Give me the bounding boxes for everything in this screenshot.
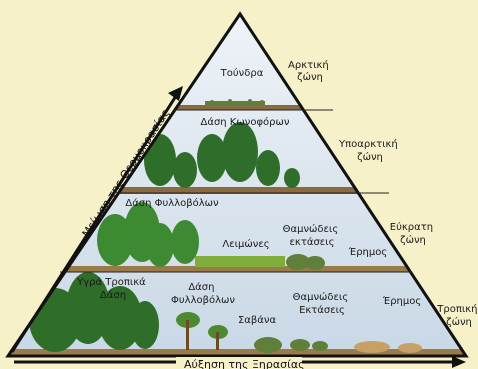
tropical-shrubland <box>254 337 328 353</box>
label-temperate-desert: Έρημος <box>348 246 388 258</box>
conifer-ground <box>8 187 466 194</box>
label-tropical-desert: Έρημος <box>382 295 422 307</box>
conifer-forest <box>144 122 300 188</box>
temperature-arrow-head <box>168 86 183 101</box>
temperate-deciduous-forest <box>97 202 199 267</box>
tundra-ground <box>8 105 466 110</box>
temperate-ground <box>8 266 466 272</box>
label-temperate-deciduous: Δάση Φυλλοβόλων <box>125 197 219 209</box>
label-conifer-forest: Δάση Κωνοφόρων <box>201 116 290 128</box>
label-savanna: Σαβάνα <box>238 314 276 326</box>
zone-label-subarctic: Υποαρκτική ζώνη <box>338 138 401 163</box>
tundra-vegetation <box>205 99 265 105</box>
label-tropical-shrubland: Θαμνώδεις Εκτάσεις <box>293 291 352 316</box>
label-tundra: Τούνδρα <box>220 67 264 79</box>
label-tropical-rainforest: Υγρά Τροπικά Δάση <box>76 276 149 301</box>
tropical-desert <box>354 341 422 353</box>
label-tropical-deciduous: Δάση Φυλλοβόλων <box>171 281 235 306</box>
drought-arrow-label: Αύξηση της Ξηρασίας <box>184 358 305 369</box>
temperate-shrubland <box>286 254 325 270</box>
label-temperate-grassland: Λειμώνες <box>222 238 269 250</box>
zone-label-tropical: Τροπική ζώνη <box>436 303 478 328</box>
tropical-ground <box>8 349 466 356</box>
label-temperate-shrubland: Θαμνώδεις εκτάσεις <box>283 223 342 248</box>
drought-arrow-head <box>452 356 466 368</box>
temperature-arrow-line <box>10 95 178 353</box>
temperate-grassland <box>195 256 285 267</box>
zone-label-temperate: Εύκρατη ζώνη <box>390 221 436 246</box>
zone-label-arctic: Αρκτική ζώνη <box>288 59 332 83</box>
pyramid-outline <box>5 11 469 358</box>
tropical-deciduous-trees <box>176 312 228 350</box>
